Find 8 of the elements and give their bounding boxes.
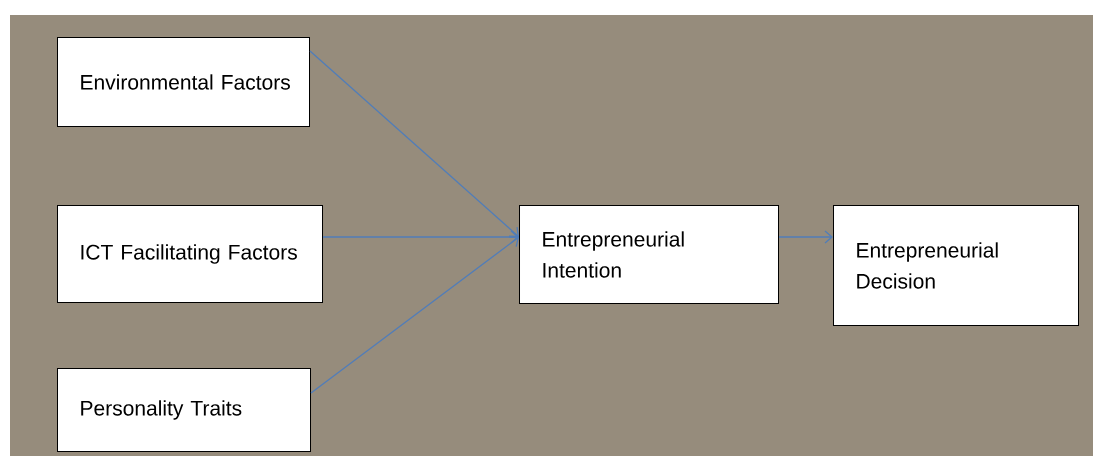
factor-box: Entrepreneurial Intention — [519, 205, 779, 304]
arrow — [309, 50, 519, 237]
factor-box: ICT Facilitating Factors — [57, 205, 323, 303]
arrow — [778, 230, 833, 244]
factor-box: Personality Traits — [57, 368, 311, 452]
factor-box: Entrepreneurial Decision — [833, 205, 1079, 326]
factor-box: Environmental Factors — [57, 37, 310, 127]
arrow — [310, 236, 519, 394]
